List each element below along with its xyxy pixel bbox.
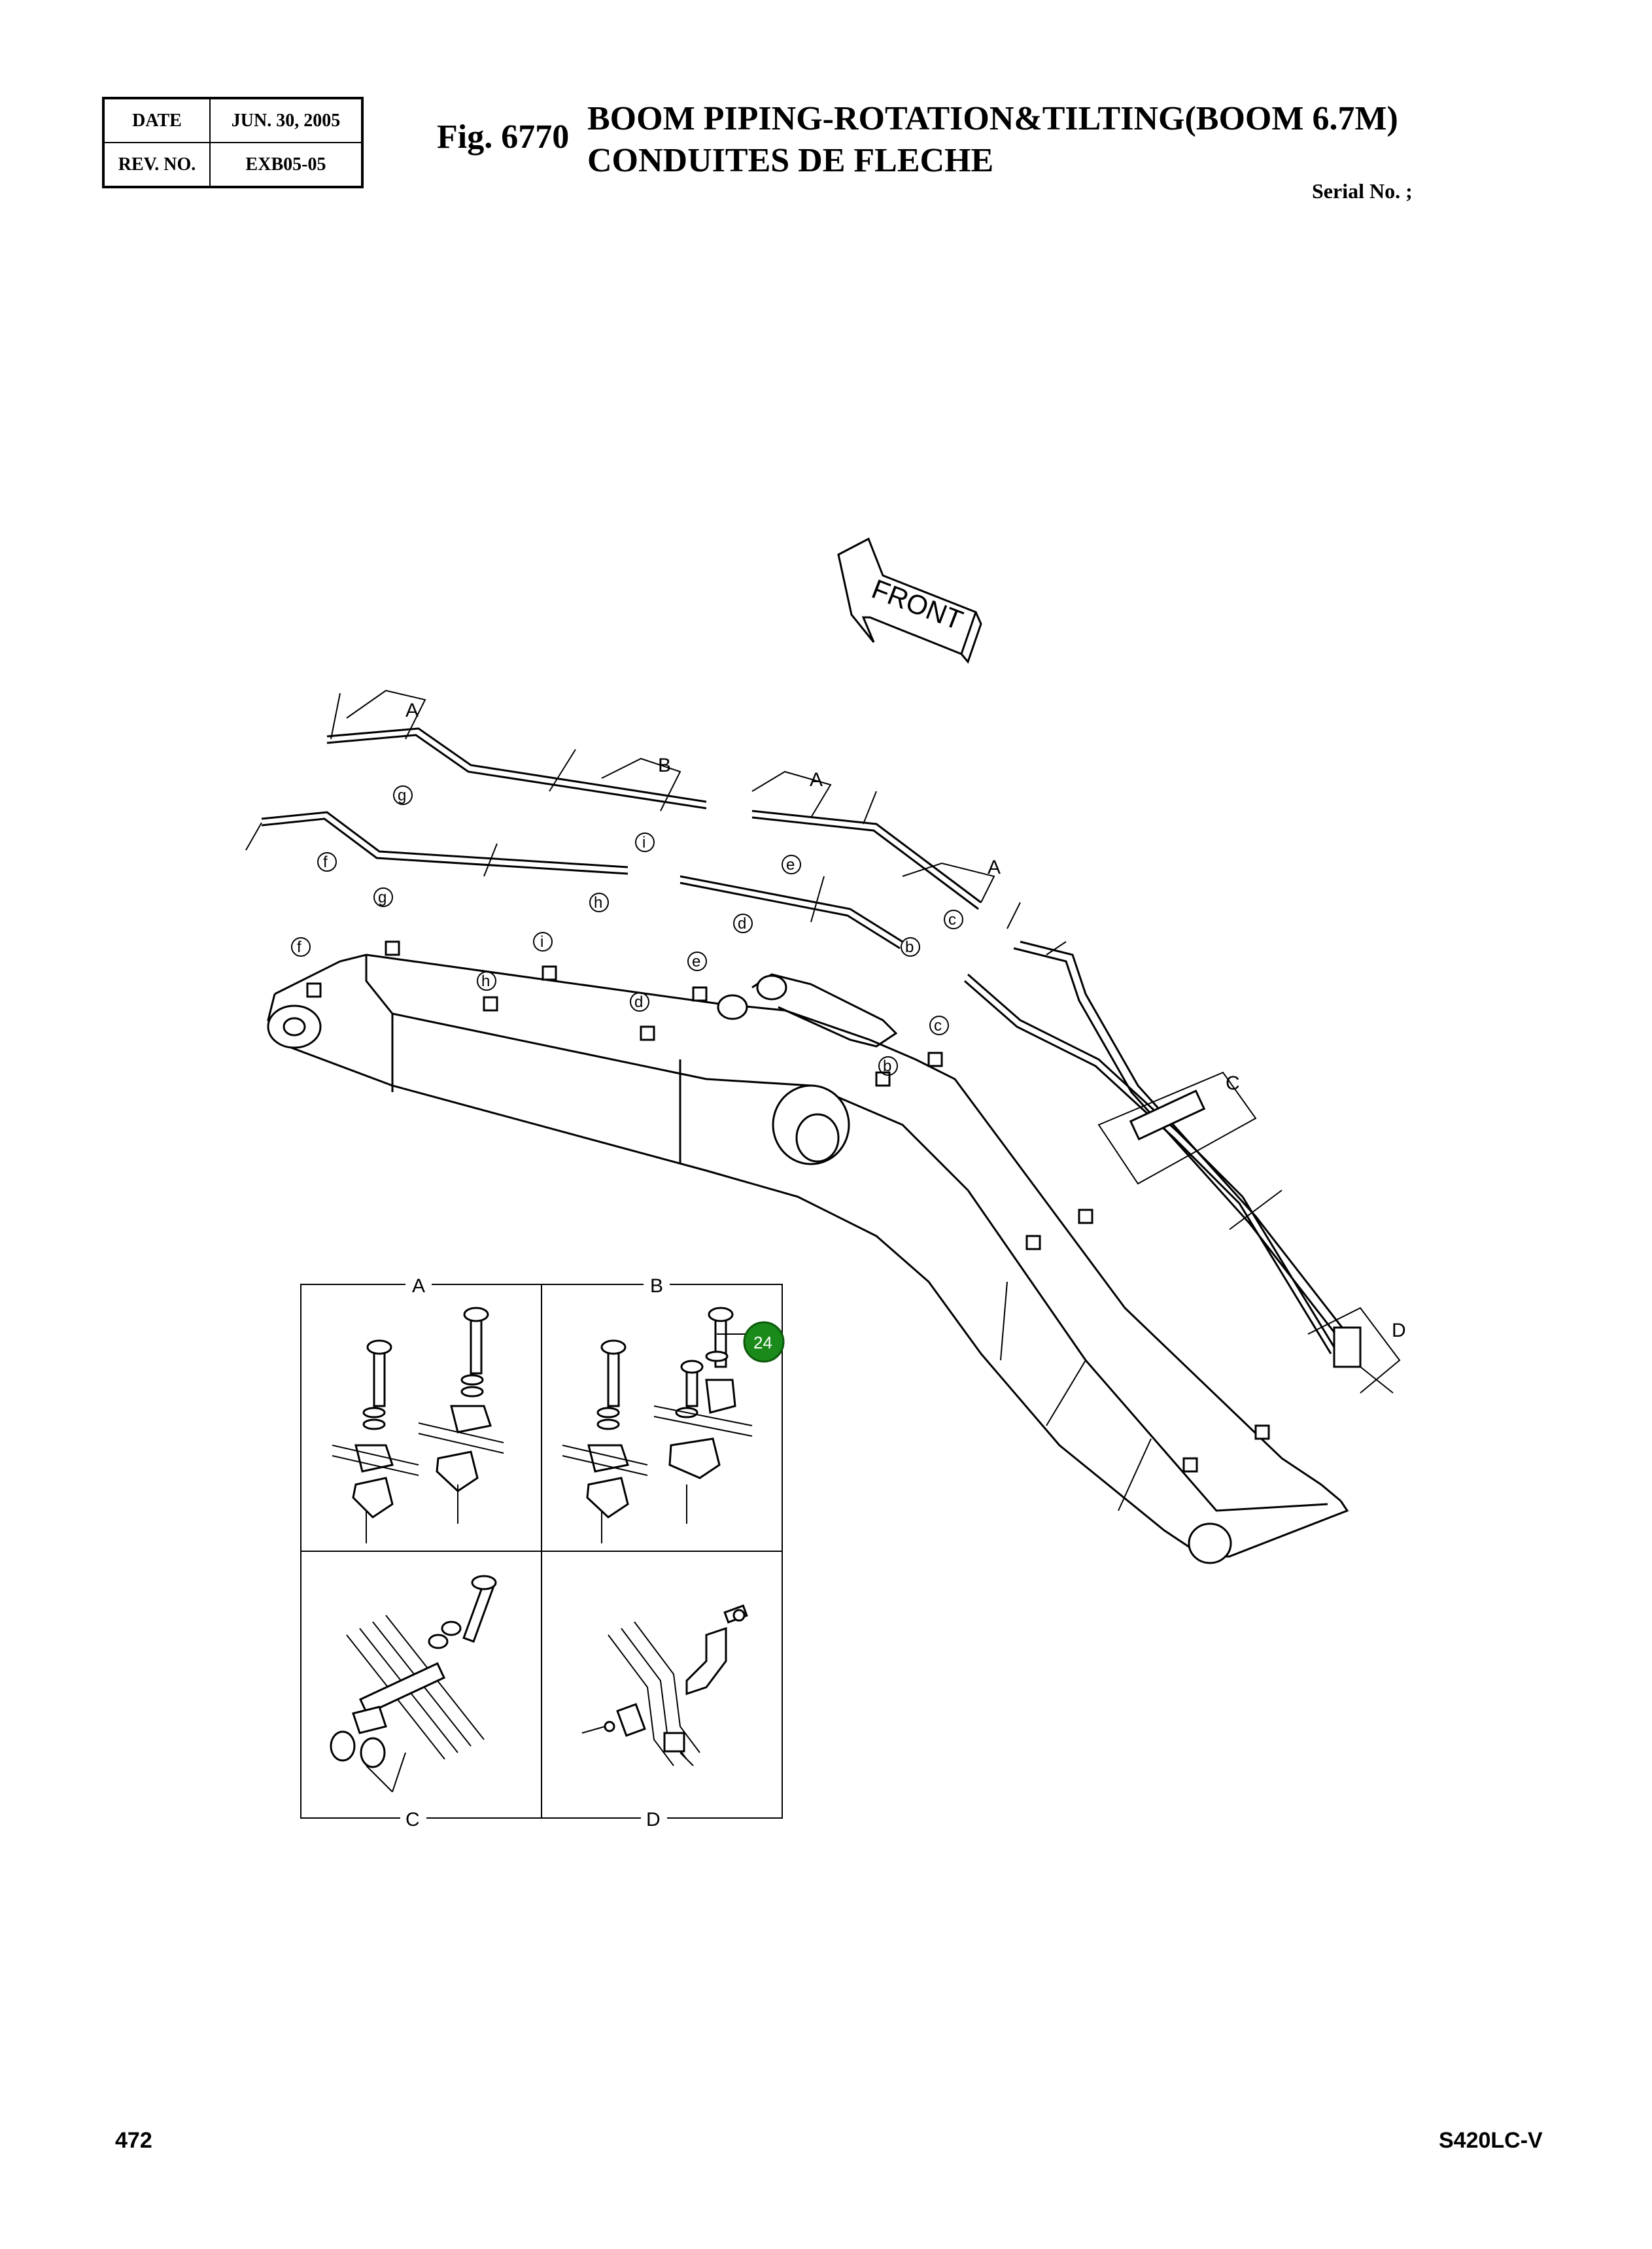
ref-letter-f-boom: f (291, 937, 311, 957)
part-24-label: 24 (753, 1333, 772, 1352)
revision-table: DATE JUN. 30, 2005 REV. NO. EXB05-05 (102, 97, 364, 188)
ref-letter-g-boom: g (373, 887, 393, 907)
rev-label: REV. NO. (103, 142, 211, 188)
ref-letter-e-pipe: e (782, 855, 801, 874)
view-label-a-right: A (988, 857, 1001, 878)
svg-text:e: e (692, 953, 700, 970)
date-label: DATE (103, 97, 211, 143)
detail-views-frame (300, 1275, 783, 1828)
detail-label-d: D (646, 1809, 661, 1830)
svg-text:f: f (297, 938, 301, 956)
svg-text:d: d (634, 993, 643, 1011)
part-24-callout[interactable]: 24 (717, 1321, 785, 1363)
svg-text:g: g (398, 787, 406, 804)
svg-text:b: b (905, 938, 914, 956)
svg-text:i: i (540, 933, 543, 951)
title-english: BOOM PIPING-ROTATION&TILTING(BOOM 6.7M) (587, 100, 1398, 137)
detail-label-b: B (650, 1275, 663, 1297)
ref-letter-h-boom: h (477, 971, 496, 991)
svg-text:c: c (948, 911, 956, 929)
svg-text:h: h (594, 894, 602, 912)
ref-letter-d-boom: d (630, 992, 649, 1012)
ref-letter-b-pipe: b (901, 937, 920, 957)
rev-value: EXB05-05 (209, 142, 363, 188)
ref-letter-i-boom: i (533, 932, 553, 952)
front-arrow: FRONT (837, 537, 982, 664)
view-label-c-top: C (1226, 1073, 1240, 1094)
ref-letter-c-pipe: c (944, 910, 963, 929)
ref-letter-c-boom: c (929, 1016, 949, 1035)
detail-d-parts (581, 1604, 748, 1766)
svg-text:b: b (883, 1057, 891, 1075)
svg-text:e: e (786, 856, 795, 874)
detail-label-a: A (412, 1275, 425, 1297)
detail-a-parts (332, 1307, 504, 1543)
figure-number: Fig. 6770 (437, 118, 570, 156)
svg-text:h: h (481, 972, 490, 990)
ref-letter-b-boom: b (878, 1056, 898, 1076)
view-label-a-top: A (405, 700, 419, 721)
svg-text:i: i (642, 834, 645, 851)
detail-c-parts (330, 1575, 497, 1793)
svg-text:d: d (738, 915, 746, 933)
ref-letter-i-pipe: i (635, 833, 655, 852)
serial-number: Serial No. ; (1312, 179, 1413, 203)
detail-label-c: C (405, 1809, 420, 1830)
ref-letter-f-pipe: f (317, 852, 337, 872)
view-label-b-top: B (658, 755, 671, 776)
ref-letter-g-pipe: g (393, 785, 413, 805)
ref-letter-e-boom: e (687, 952, 707, 971)
title-french: CONDUITES DE FLECHE (587, 142, 994, 179)
ref-letter-h-pipe: h (589, 893, 609, 912)
detail-b-parts (562, 1307, 753, 1543)
view-label-a-mid: A (810, 769, 823, 791)
view-label-d-top: D (1392, 1320, 1406, 1341)
leader-lines (245, 693, 1394, 1394)
hydraulic-pipes (261, 727, 1362, 1368)
model-number: S420LC-V (1439, 2128, 1543, 2153)
callout-outlines (346, 689, 1401, 1394)
page-number: 472 (115, 2128, 152, 2153)
svg-text:g: g (378, 889, 387, 906)
date-value: JUN. 30, 2005 (209, 97, 363, 143)
svg-text:f: f (323, 853, 328, 871)
ref-letter-d-pipe: d (733, 914, 753, 933)
boom-body (267, 940, 1349, 1564)
svg-text:c: c (934, 1017, 942, 1035)
